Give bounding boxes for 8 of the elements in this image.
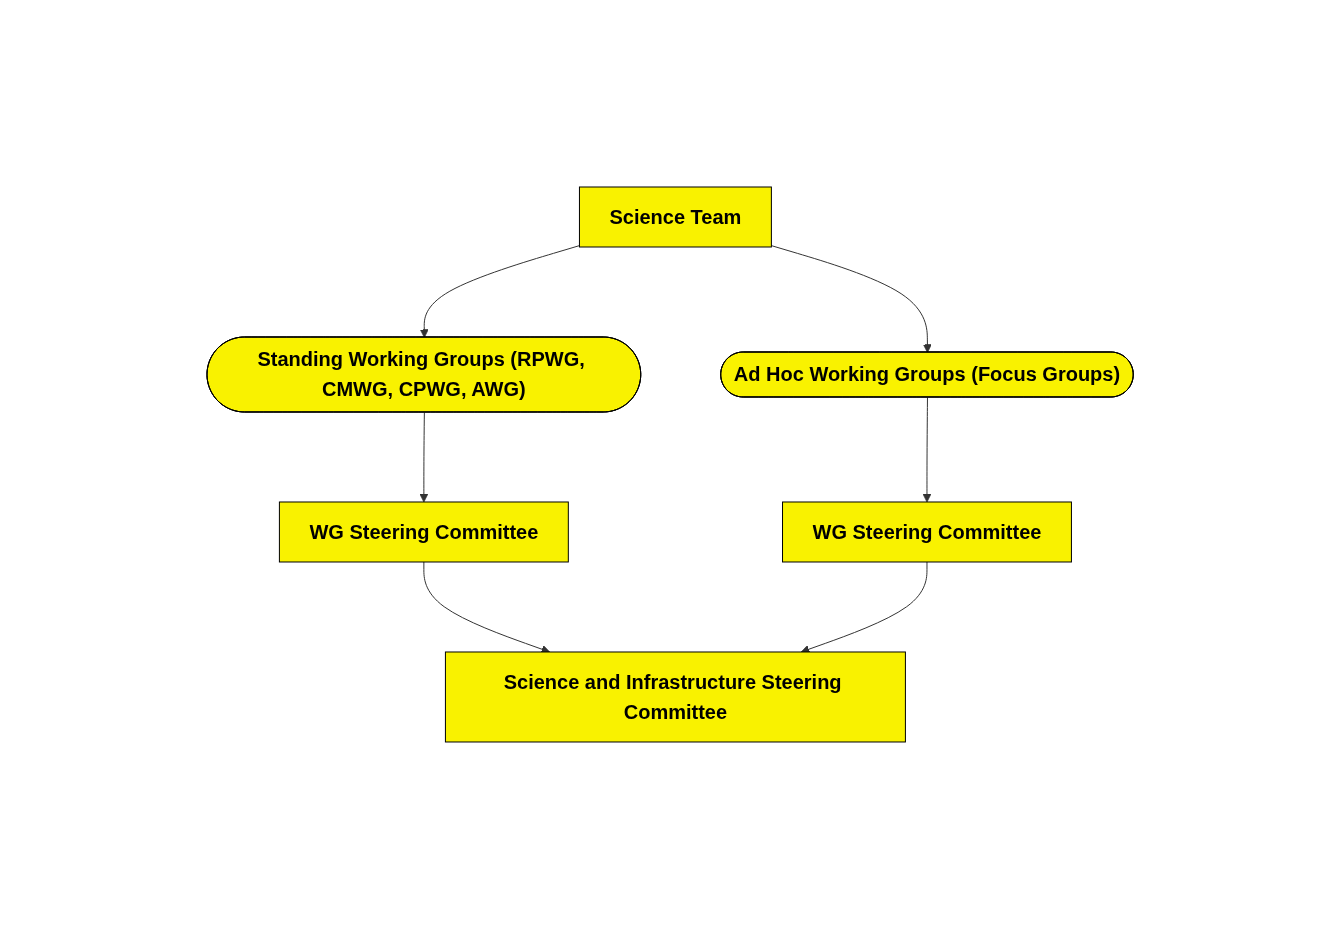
arrow [922,397,932,503]
node-box: WG Steering Committee [278,501,569,563]
node-box: Science Team [578,186,772,248]
node-box: Science and Infrastructure Steering Committee [444,651,906,743]
arrow [419,245,580,338]
node-box: WG Steering Committee [781,501,1072,563]
arrow [770,245,932,353]
arrow [419,412,429,503]
